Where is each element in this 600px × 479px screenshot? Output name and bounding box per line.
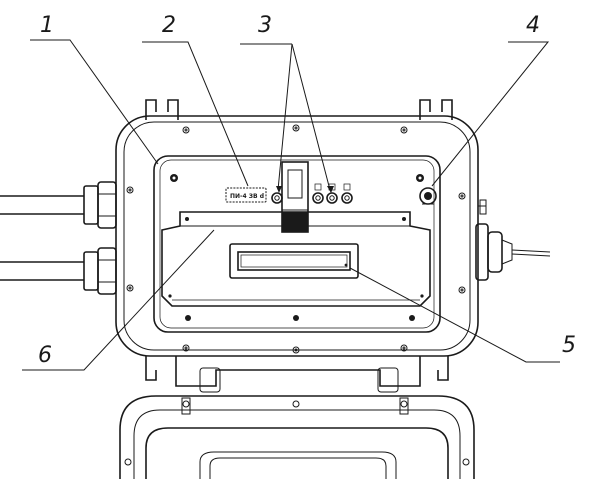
nameplate: ПИ-4 ЗВ d: [225, 187, 267, 203]
callout-5: 5: [562, 333, 576, 358]
led-4: [341, 183, 353, 204]
cable-gland-lower: [83, 247, 117, 295]
hinge-assembly: [145, 356, 449, 393]
led-indicators: [271, 183, 353, 204]
callout-1: 1: [40, 13, 54, 38]
inner-window: [153, 155, 441, 333]
inner-screws: [170, 174, 424, 321]
right-connector: [475, 199, 551, 281]
led-1: [271, 192, 283, 204]
switch-housing: [281, 161, 309, 233]
callout-4: 4: [526, 13, 540, 38]
callout-labels: 1 2 3 4 5 6: [38, 13, 576, 368]
nameplate-text: ПИ-4 ЗВ d: [230, 193, 264, 200]
left-cables: [0, 195, 84, 281]
leader-lines: [22, 39, 560, 371]
cable-gland-upper: [83, 181, 117, 229]
mounting-lugs-top: [145, 99, 453, 120]
led-2: [312, 183, 324, 204]
open-lid: [119, 395, 475, 479]
enclosure-bolts: [126, 124, 466, 354]
lcd-display: [229, 243, 359, 279]
push-button: [419, 187, 437, 205]
callout-6: 6: [38, 343, 52, 368]
callout-2: 2: [162, 13, 176, 38]
display-board: [161, 211, 431, 307]
callout-3: 3: [258, 13, 272, 38]
